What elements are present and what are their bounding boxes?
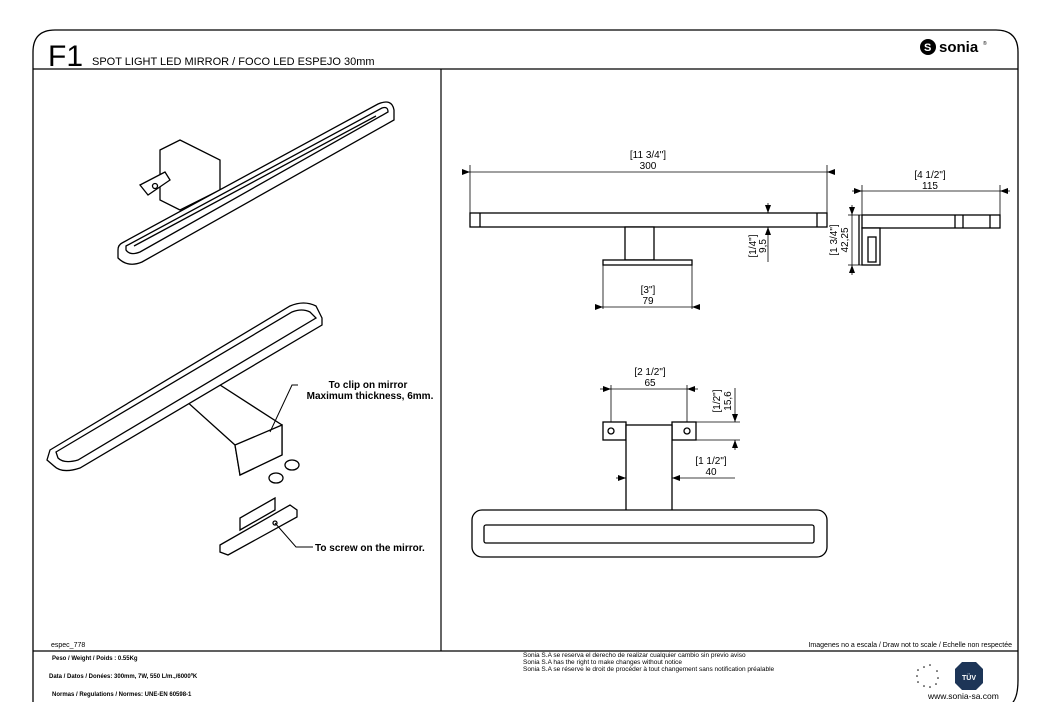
data-spec: Data / Datos / Donées: 300mm, 7W, 550 L/… [49,674,198,680]
spec-code: espec_778 [51,642,85,649]
dim-depth-mm: 115 [922,181,938,192]
dim-base-in: [3"] [641,285,656,296]
dim-holes-mm: 65 [644,378,656,389]
dim-holes-in: [2 1/2"] [634,367,666,378]
front-view [462,165,835,310]
product-code: F1 [48,40,83,73]
ce-stars-icon [916,664,939,688]
dim-stem-mm: 40 [705,467,717,478]
bottom-view [471,385,828,558]
brand-registered: ® [983,40,987,47]
dim-depth-in: [4 1/2"] [914,170,946,181]
dim-thickness-mm: 9,5 [758,239,769,253]
clip-annotation-line2: Maximum thickness, 6mm. [307,391,434,402]
dim-height-in: [1 3/4"] [829,224,840,256]
regulations-spec: Normas / Regulations / Normes: UNE-EN 60… [52,692,192,698]
brand-name: sonia [939,39,979,56]
screw-annotation: To screw on the mirror. [315,543,425,554]
dim-thickness-in: [1/4"] [748,234,759,257]
dim-base-mm: 79 [642,296,654,307]
tuv-certification-icon: TÜV [955,662,983,690]
dim-stem-in: [1 1/2"] [695,456,727,467]
svg-text:S: S [924,42,931,54]
isometric-view-exploded [46,302,323,556]
dim-plate-in: [1/2"] [712,389,723,412]
side-view [848,185,1010,275]
disclaimer-es: Sonia S.A se reserva el derecho de reali… [523,652,746,659]
isometric-view-assembled [117,101,395,265]
dim-length-mm: 300 [640,161,657,172]
product-title: SPOT LIGHT LED MIRROR / FOCO LED ESPEJO … [92,56,375,68]
website: www.sonia-sa.com [927,691,999,701]
weight-spec: Peso / Weight / Poids : 0.55Kg [52,656,138,662]
scale-note: Imagenes no a escala / Draw not to scale… [808,642,1012,649]
disclaimer-en: Sonia S.A has the right to make changes … [523,659,682,666]
dim-plate-mm: 15,6 [723,391,734,411]
dim-length-in: [11 3/4"] [630,150,666,161]
sonia-logo: S sonia ® [920,39,987,56]
dim-height-mm: 42,25 [840,227,851,252]
clip-annotation-line1: To clip on mirror [329,380,408,391]
sheet-frame [32,29,1019,702]
disclaimer-fr: Sonia S.A se réserve le droit de procéde… [523,666,775,673]
sonia-logo-icon [920,39,936,55]
svg-text:TÜV: TÜV [962,673,976,682]
